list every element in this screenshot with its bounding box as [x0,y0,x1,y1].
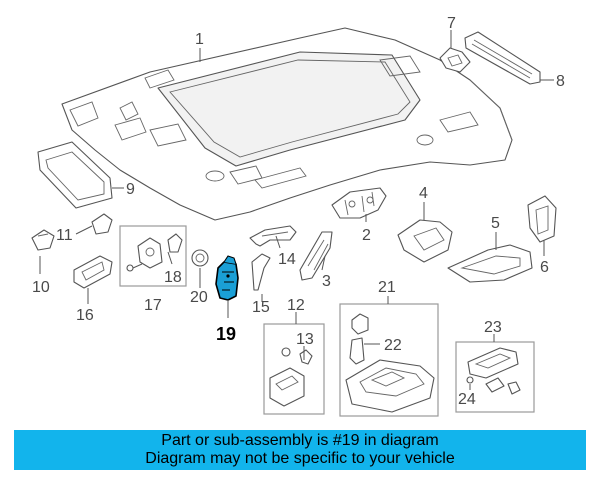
callout-21: 21 [378,279,396,296]
bulb-part-24[interactable] [466,376,521,395]
trim-strip-part-8[interactable] [464,31,541,85]
clip-part-18[interactable] [167,233,183,253]
callouts: 1 7 8 9 11 10 16 17 18 20 19 15 14 3 2 4… [32,15,565,408]
callout-14: 14 [278,251,296,268]
callout-18: 18 [164,269,182,286]
callout-12: 12 [287,297,305,314]
bracket-part-7[interactable] [439,47,471,73]
bulb-part-22[interactable] [349,337,365,365]
lamp-part-23[interactable] [467,347,519,379]
headliner-part-1[interactable] [61,27,513,221]
assembly-box-part-12 [263,323,325,415]
callout-13: 13 [296,331,314,348]
lamp-part-12[interactable] [269,367,305,407]
bracket-part-4[interactable] [397,219,453,263]
callout-2: 2 [362,227,371,244]
console-part-21[interactable] [345,359,435,413]
clip-part-21-top[interactable] [351,313,369,335]
callout-4: 4 [419,185,428,202]
part-info-banner: Part or sub-assembly is #19 in diagram D… [14,430,586,470]
leader-lines [39,30,554,390]
grab-handle-part-14[interactable] [249,225,297,247]
callout-16: 16 [76,307,94,324]
callout-5: 5 [491,215,500,232]
callout-23: 23 [484,319,502,336]
callout-8: 8 [556,73,565,90]
assembly-box-part-23 [455,341,535,413]
callout-20: 20 [190,289,208,306]
callout-9: 9 [126,181,135,198]
screw-part-17[interactable] [126,263,143,272]
grommet-part-20[interactable] [191,249,209,267]
clip-part-6[interactable] [527,195,557,243]
callout-17: 17 [144,297,162,314]
bulb-part-13[interactable] [281,347,313,365]
panel-part-5[interactable] [447,244,533,283]
callout-10: 10 [32,279,50,296]
banner-line-disclaimer: Diagram may not be specific to your vehi… [145,450,455,467]
sun-visor-part-9[interactable] [37,141,113,209]
callout-1: 1 [195,31,204,48]
lamp-part-16[interactable] [73,255,113,289]
clip-part-10[interactable] [31,229,55,251]
callout-22: 22 [384,337,402,354]
highlighted-part-19[interactable] [215,255,239,301]
assembly-box-part-21 [339,303,439,417]
bracket-part-2[interactable] [331,187,387,219]
panel-part-3[interactable] [299,231,333,281]
clip-part-15[interactable] [251,253,271,291]
callout-15: 15 [252,299,270,316]
callout-11: 11 [56,227,73,244]
callout-6: 6 [540,259,549,276]
callout-7: 7 [447,15,456,32]
banner-line-part-number: Part or sub-assembly is #19 in diagram [161,432,439,449]
clip-part-11[interactable] [91,213,113,235]
callout-19: 19 [216,324,236,344]
callout-3: 3 [322,273,331,290]
handle-component-part-17[interactable] [137,237,163,269]
callout-24: 24 [458,391,476,408]
assembly-box-part-17 [119,225,187,287]
